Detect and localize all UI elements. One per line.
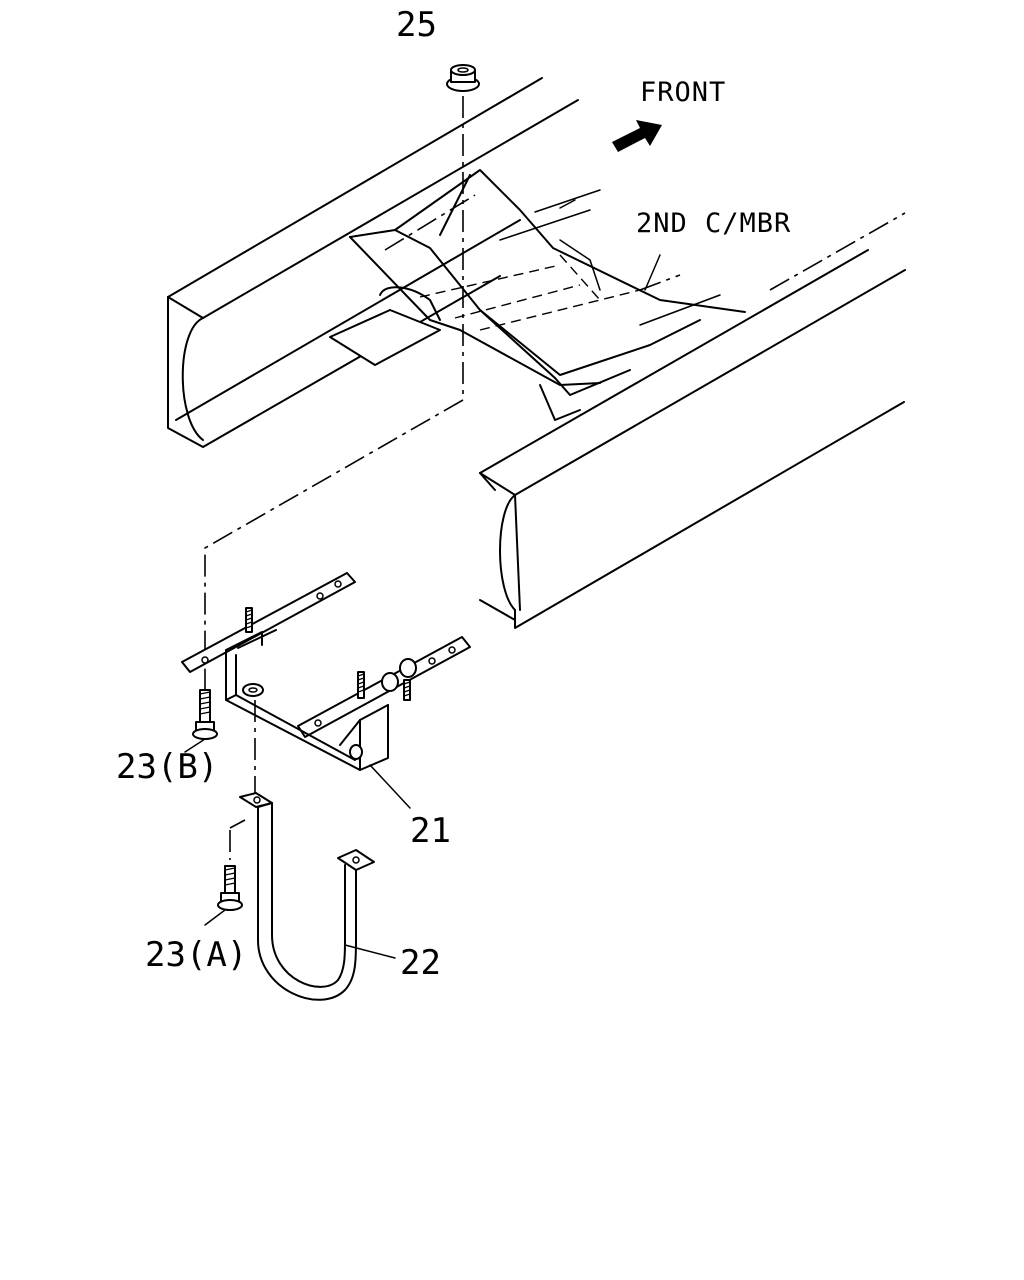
label-part-23a: 23(A) bbox=[145, 935, 247, 975]
flange-nut-25 bbox=[446, 64, 480, 92]
label-part-21: 21 bbox=[410, 811, 451, 851]
leader-lines bbox=[369, 254, 661, 809]
centerlines bbox=[204, 96, 681, 860]
label-part-22: 22 bbox=[400, 943, 441, 983]
bracket-21 bbox=[181, 572, 471, 771]
left-frame-rail bbox=[167, 77, 579, 448]
bolt-23b bbox=[184, 689, 218, 753]
second-crossmember bbox=[329, 169, 746, 421]
bolt-23a bbox=[204, 865, 243, 926]
right-frame-rail bbox=[479, 212, 906, 629]
label-part-23b: 23(B) bbox=[116, 747, 218, 787]
label-second-crossmember: 2ND C/MBR bbox=[636, 208, 791, 239]
arrow-icon bbox=[612, 120, 662, 152]
strap-22 bbox=[239, 792, 396, 1001]
label-part-25: 25 bbox=[396, 5, 437, 45]
label-front: FRONT bbox=[640, 77, 726, 108]
